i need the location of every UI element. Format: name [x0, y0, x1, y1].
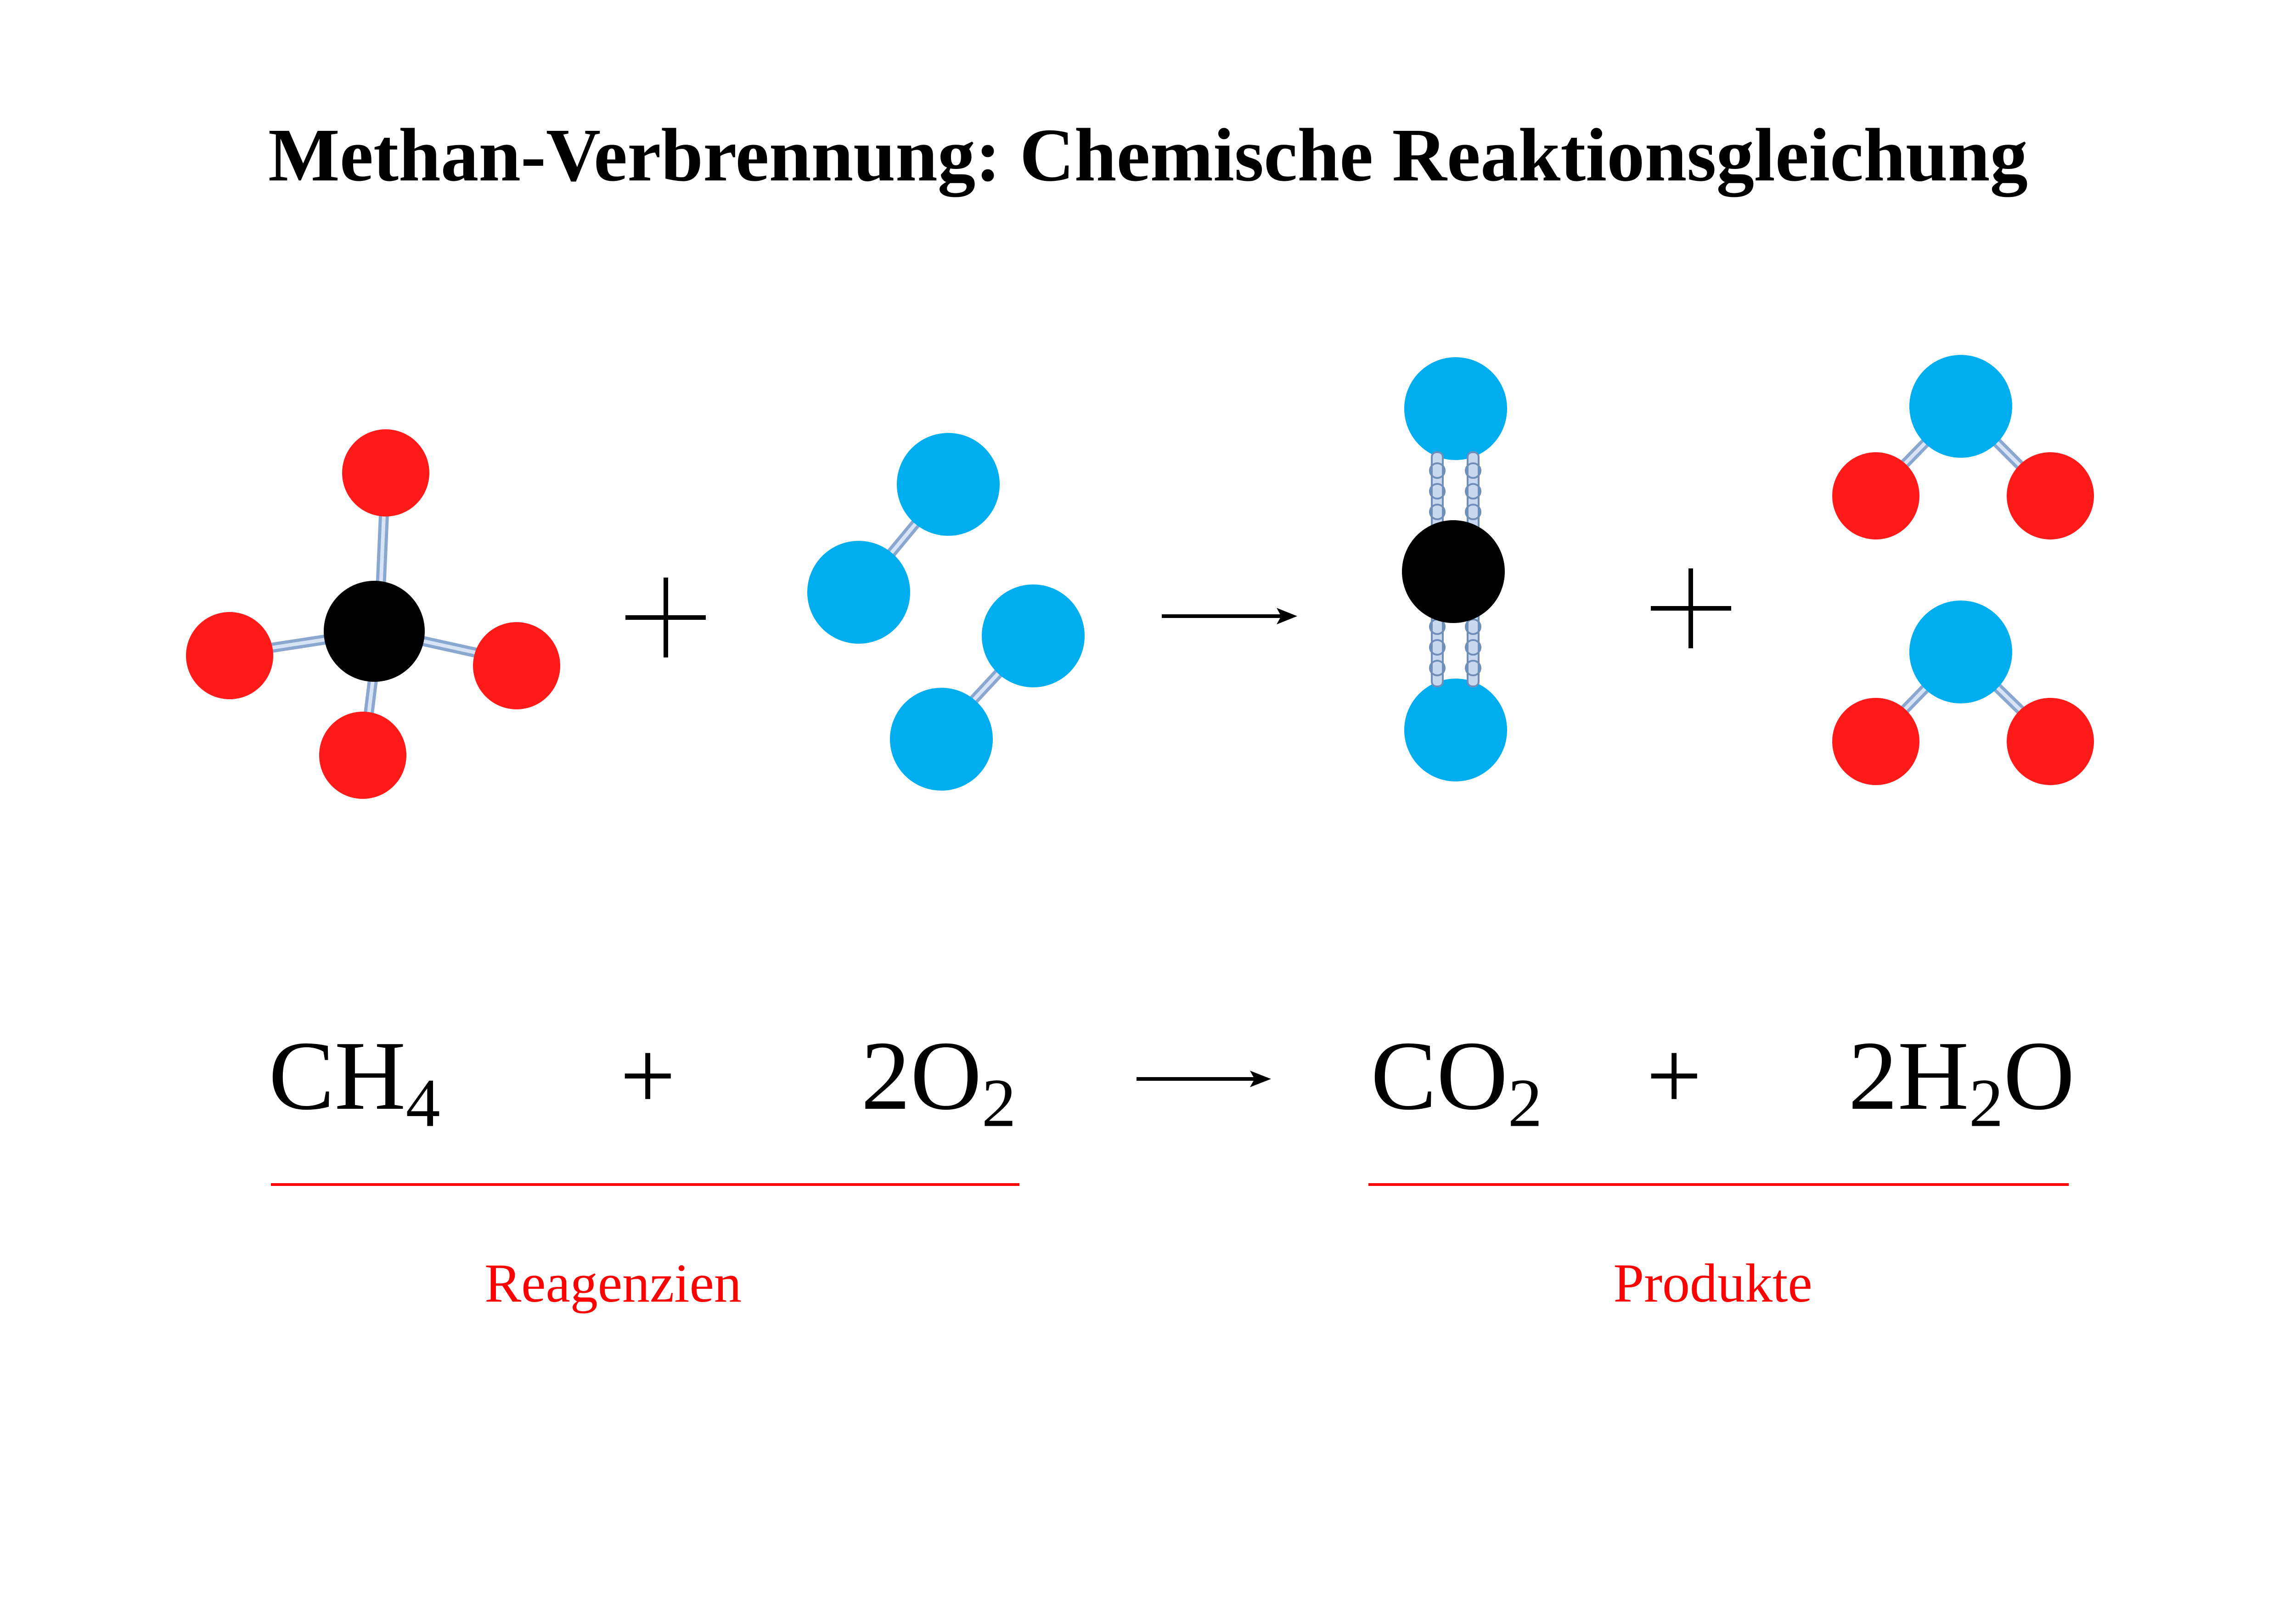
formula-co2: CO2	[1371, 1021, 1542, 1141]
hydrogen-atom	[2007, 452, 2094, 539]
products-underline	[1368, 1183, 2069, 1186]
carbon-atom	[1402, 520, 1505, 623]
carbon-dioxide-molecule	[1402, 357, 1507, 781]
oxygen-atom	[1404, 357, 1507, 460]
hydrogen-atom	[473, 622, 560, 709]
formula-2o2: 2O2	[861, 1021, 1016, 1141]
methane-molecule	[186, 429, 560, 799]
oxygen-atom	[1909, 355, 2012, 458]
hydrogen-atom	[1832, 452, 1919, 539]
equation-plus-1: +	[620, 1021, 676, 1130]
plus-sign	[625, 578, 706, 657]
oxygen-atom	[897, 433, 1000, 536]
hydrogen-atom	[342, 429, 429, 517]
formula-ch4: CH4	[269, 1021, 440, 1141]
reagents-label: Reagenzien	[484, 1252, 742, 1314]
oxygen-molecules	[807, 433, 1085, 791]
hydrogen-atom	[1832, 698, 1919, 785]
hydrogen-atom	[319, 712, 406, 799]
oxygen-atom	[982, 584, 1085, 687]
plus-sign	[1651, 568, 1731, 648]
oxygen-atom	[890, 688, 993, 791]
products-label: Produkte	[1613, 1252, 1812, 1314]
oxygen-atom	[1909, 601, 2012, 703]
equation-arrow-icon	[1137, 1071, 1271, 1087]
hydrogen-atom	[2007, 698, 2094, 785]
oxygen-atom	[807, 541, 910, 644]
arrow-right-icon	[1162, 608, 1297, 624]
hydrogen-atom	[186, 612, 273, 699]
water-molecules	[1832, 355, 2094, 785]
oxygen-atom	[1404, 679, 1507, 781]
formula-2h2o: 2H2O	[1848, 1021, 2075, 1141]
carbon-atom	[324, 581, 425, 682]
reagents-underline	[271, 1183, 1019, 1186]
equation-plus-2: +	[1646, 1021, 1702, 1130]
page-title: Methan-Verbrennung: Chemische Reaktionsg…	[268, 113, 2028, 197]
